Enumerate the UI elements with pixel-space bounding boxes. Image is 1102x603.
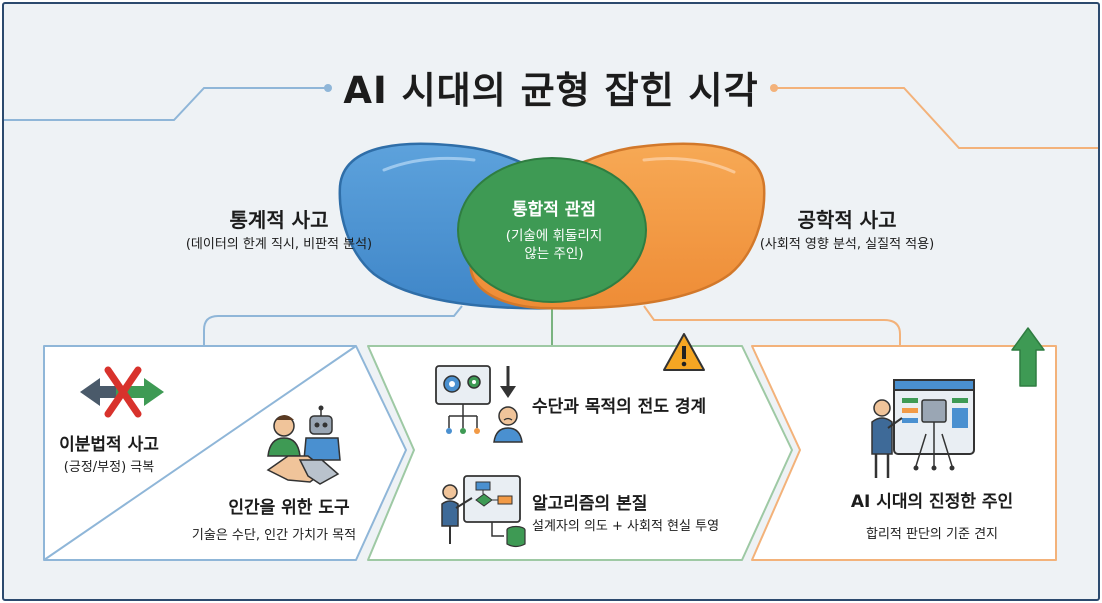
page-title: AI 시대의 균형 잡힌 시각 bbox=[343, 69, 759, 112]
engineering-thinking-heading: 공학적 사고 bbox=[797, 208, 897, 232]
algorithm-nature-heading: 알고리즘의 본질 bbox=[532, 494, 648, 514]
dichotomy-subtitle: (긍정/부정) 극복 bbox=[63, 460, 155, 475]
integrated-view-heading: 통합적 관점 bbox=[511, 200, 597, 220]
diagram-graphics bbox=[4, 84, 1098, 561]
split-arrows-x-icon bbox=[80, 366, 164, 418]
left-blob-highlight bbox=[382, 156, 476, 172]
integrated-view-subtitle-line2: 않는 주인) bbox=[524, 246, 584, 262]
top-right-connector bbox=[776, 87, 1098, 149]
handshake-human-robot-icon bbox=[266, 405, 341, 485]
means-ends-heading: 수단과 목적의 전도 경계 bbox=[532, 397, 707, 417]
ai-chip-presenter-icon bbox=[871, 379, 975, 478]
human-tool-subtitle: 기술은 수단, 인간 가치가 목적 bbox=[191, 528, 357, 543]
right-blob-highlight bbox=[642, 157, 736, 174]
statistical-thinking-subtitle: (데이터의 한계 직시, 비판적 분석) bbox=[185, 237, 373, 252]
green-up-arrow-icon bbox=[1011, 327, 1045, 387]
top-left-dot bbox=[324, 84, 332, 92]
algorithm-flowchart-icon bbox=[441, 475, 526, 548]
venn-overlap bbox=[457, 157, 647, 303]
panel-left-diagonal bbox=[43, 345, 357, 561]
dichotomy-heading: 이분법적 사고 bbox=[59, 435, 159, 455]
right-branch-line bbox=[643, 305, 901, 346]
engineering-thinking-subtitle: (사회적 영향 분석, 실질적 적용) bbox=[759, 237, 935, 252]
integrated-view-subtitle-line1: (기술에 휘둘리지 bbox=[505, 228, 603, 244]
left-branch-line bbox=[203, 305, 463, 346]
top-left-connector bbox=[4, 87, 326, 121]
top-right-dot bbox=[770, 84, 778, 92]
true-master-subtitle: 합리적 판단의 기준 견지 bbox=[866, 527, 998, 542]
gears-confused-person-icon bbox=[435, 365, 523, 443]
warning-icon bbox=[663, 333, 705, 371]
human-tool-heading: 인간을 위한 도구 bbox=[228, 498, 350, 518]
algorithm-nature-subtitle: 설계자의 의도 + 사회적 현실 투영 bbox=[532, 519, 720, 534]
panel-left-shape bbox=[43, 345, 407, 561]
statistical-thinking-heading: 통계적 사고 bbox=[229, 208, 329, 232]
true-master-heading: AI 시대의 진정한 주인 bbox=[850, 492, 1014, 512]
